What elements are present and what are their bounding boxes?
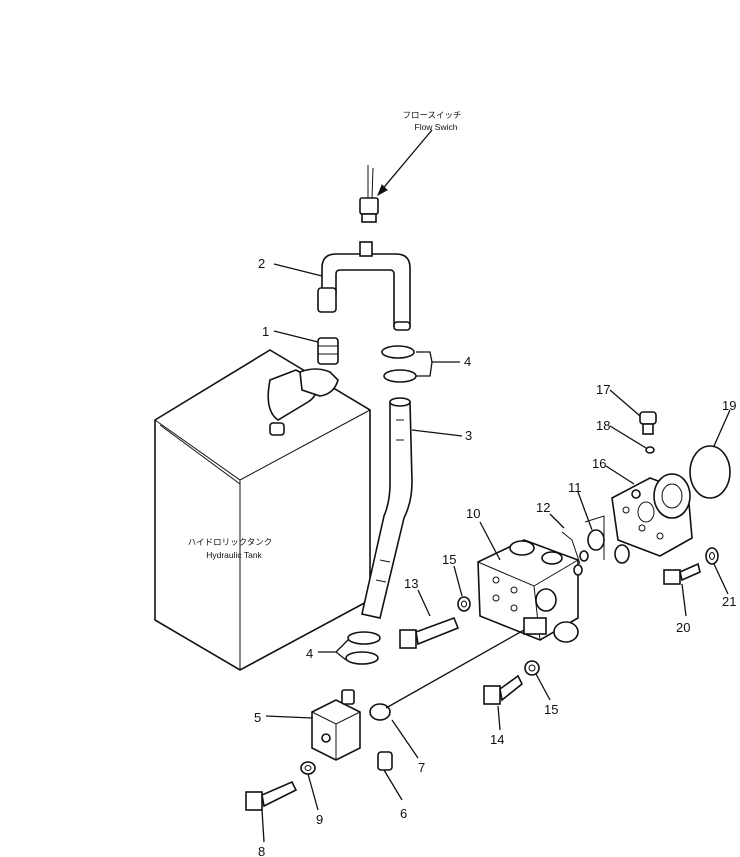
hose-clamps-upper [381,345,417,383]
o-ring-19 [689,445,731,499]
leader-lines [261,263,731,843]
label-4-lower: 4 [306,646,313,661]
label-4-upper: 4 [464,354,471,369]
label-11: 11 [568,480,582,495]
hose [361,397,413,619]
hose-clamps-lower [345,631,381,665]
pump [611,473,693,557]
fitting [317,337,339,365]
label-7: 7 [418,760,425,775]
flow-switch-caption-jp: フロースイッチ [402,110,461,120]
label-2: 2 [258,256,265,271]
label-17: 17 [596,382,610,397]
label-15-upper: 15 [442,552,456,567]
gasket-11 [584,515,630,564]
washer-15-lower [524,660,540,676]
label-3: 3 [465,428,472,443]
label-20: 20 [676,620,690,635]
label-21: 21 [722,594,736,609]
label-14: 14 [490,732,504,747]
bolt-20 [663,562,701,585]
washer-9 [300,761,316,775]
tank-caption-en: Hydraulic Tank [206,550,262,560]
label-13: 13 [404,576,418,591]
tank-caption-jp: ハイドロリックタンク [188,537,273,547]
hydraulic-tank [154,349,371,671]
flow-switch [359,129,433,223]
connector-block [311,689,361,761]
label-16: 16 [592,456,606,471]
washer-15-upper [457,596,471,612]
bolt-13 [399,616,460,649]
seal-12 [561,531,589,576]
label-9: 9 [316,812,323,827]
bolt-8 [245,780,298,811]
label-1: 1 [262,324,269,339]
label-12: 12 [536,500,550,515]
cap-17 [639,411,657,435]
label-5: 5 [254,710,261,725]
pipe-elbow [317,241,411,331]
label-19: 19 [722,398,736,413]
label-15-lower: 15 [544,702,558,717]
label-10: 10 [466,506,480,521]
o-ring-18 [645,446,655,454]
label-8: 8 [258,844,265,857]
washer-21 [705,547,719,565]
flow-switch-caption-en: Flow Swich [415,122,458,132]
valve-body [477,539,579,643]
bolt-14 [483,674,524,705]
o-ring-7 [369,703,391,721]
label-18: 18 [596,418,610,433]
label-6: 6 [400,806,407,821]
plug [377,751,393,771]
